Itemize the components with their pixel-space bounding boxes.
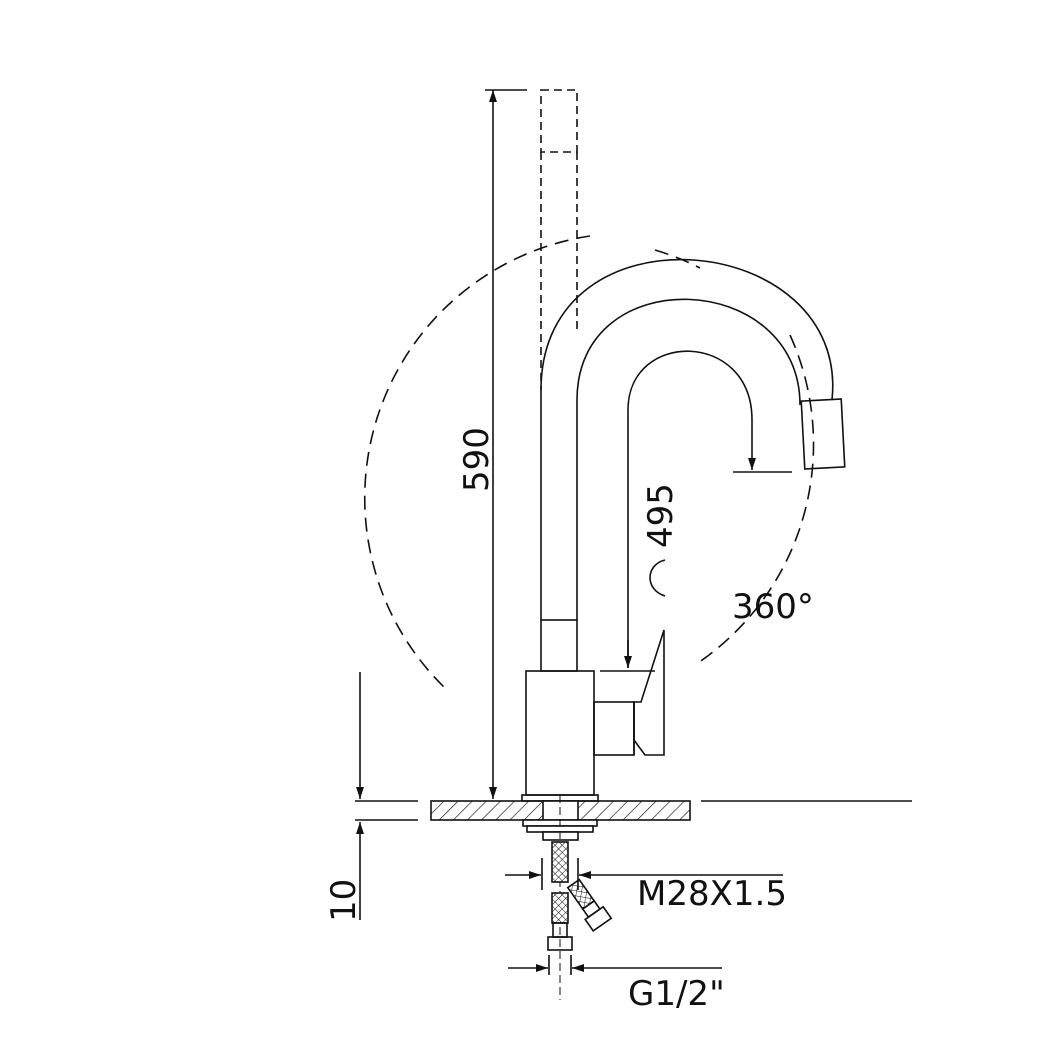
rotation-arc-left (363, 235, 591, 689)
spout-reach-line (627, 350, 756, 668)
spout-inner (576, 298, 801, 620)
label-thickness-10: 10 (324, 879, 364, 922)
label-rotation-360: 360° (732, 587, 814, 627)
label-spout-495: 495 (641, 483, 681, 548)
handle-base (593, 701, 635, 756)
rotation-symbol (649, 559, 666, 597)
stem (540, 619, 578, 672)
handle-lever (633, 629, 665, 756)
label-height-590: 590 (457, 427, 497, 492)
label-thread-m28: M28X1.5 (637, 874, 787, 914)
hose-nut (547, 936, 573, 951)
faucet-body (525, 670, 595, 796)
spout-outer (540, 258, 834, 620)
raised-spout-outline (540, 89, 578, 153)
supply-hose (551, 841, 569, 883)
rotation-arc-right (694, 334, 815, 666)
aerator-nozzle (800, 398, 846, 470)
label-connection-g12: G1/2" (628, 974, 725, 1014)
angled-hose (566, 878, 613, 932)
